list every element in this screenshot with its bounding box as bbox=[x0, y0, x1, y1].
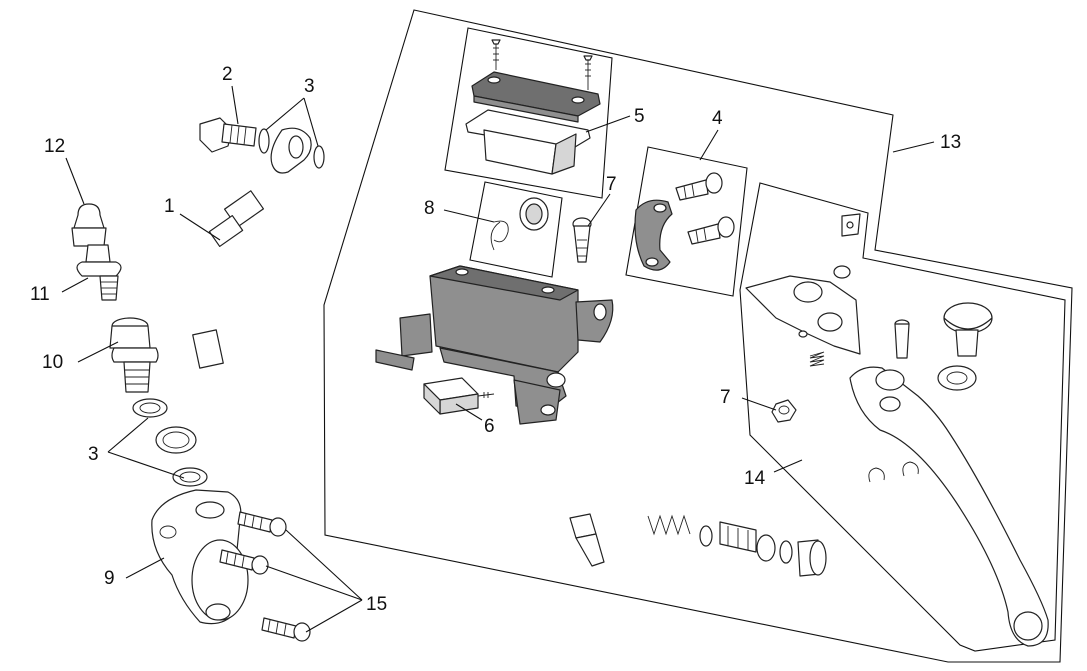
callout-9: 9 bbox=[104, 568, 115, 589]
callout-6: 6 bbox=[484, 416, 495, 437]
callout-8: 8 bbox=[424, 198, 435, 219]
callout-7-bottom: 7 bbox=[720, 387, 731, 408]
clutch-switch-6 bbox=[423, 377, 495, 415]
leader-10 bbox=[77, 341, 119, 363]
callout-3-upper: 3 bbox=[304, 76, 315, 97]
assembly-frame-13 bbox=[323, 9, 1073, 663]
leader-9 bbox=[125, 557, 165, 579]
reservoir-cap-box bbox=[444, 27, 613, 199]
wire-connector bbox=[569, 513, 605, 567]
callout-2: 2 bbox=[222, 64, 233, 85]
piston-kit bbox=[699, 521, 827, 577]
spring-clip-8 bbox=[490, 197, 549, 251]
callout-3-lower: 3 bbox=[88, 444, 99, 465]
banjo-bolt-2 bbox=[199, 117, 257, 153]
cap-screw-left bbox=[491, 39, 501, 70]
reservoir-cap-5 bbox=[465, 71, 601, 175]
callout-13: 13 bbox=[940, 132, 961, 153]
adapter-fitting-10 bbox=[109, 317, 159, 393]
adjuster-knob bbox=[937, 302, 993, 391]
spring-clip-box bbox=[469, 181, 563, 278]
leader-3-lower-b bbox=[107, 451, 185, 479]
leader-6 bbox=[455, 403, 483, 421]
circlips bbox=[868, 461, 919, 483]
clamp-box-4 bbox=[625, 146, 748, 297]
banjo-fitting-11 bbox=[76, 244, 122, 301]
clutch-hose-1 bbox=[155, 127, 312, 454]
washer-3-upper-left bbox=[258, 128, 270, 154]
callout-4: 4 bbox=[712, 108, 723, 129]
washer-3-lower-top bbox=[132, 398, 168, 418]
screw-15-top bbox=[237, 511, 287, 537]
clutch-lever bbox=[849, 366, 1049, 647]
leader-5 bbox=[585, 115, 631, 133]
pivot-pin bbox=[894, 319, 910, 359]
leader-11 bbox=[61, 277, 89, 293]
assembly-frame-14 bbox=[739, 182, 1066, 652]
leader-3-upper-a bbox=[265, 97, 305, 131]
leader-13 bbox=[892, 141, 935, 153]
lever-bracket bbox=[745, 275, 861, 355]
screw-15-middle bbox=[219, 549, 269, 575]
callout-12: 12 bbox=[44, 136, 65, 157]
leader-4 bbox=[699, 129, 719, 161]
clamp-screw-upper bbox=[675, 172, 723, 201]
callout-1: 1 bbox=[164, 196, 175, 217]
leader-12 bbox=[65, 157, 85, 205]
piston-spring bbox=[647, 514, 691, 536]
leader-14 bbox=[773, 459, 803, 473]
callout-14: 14 bbox=[744, 468, 766, 489]
cap-screw-right bbox=[583, 55, 593, 90]
leader-3-upper-b bbox=[303, 97, 319, 147]
leader-7-bottom bbox=[741, 397, 777, 411]
fitting-cap-12 bbox=[71, 203, 107, 247]
pivot-bolt-7 bbox=[572, 217, 592, 263]
callout-15: 15 bbox=[366, 594, 387, 615]
lever-spring bbox=[809, 351, 825, 367]
leader-1 bbox=[179, 213, 221, 241]
callout-10: 10 bbox=[42, 352, 63, 373]
callout-5: 5 bbox=[634, 106, 645, 127]
leader-15-b bbox=[265, 565, 363, 601]
leader-15-a bbox=[285, 529, 363, 601]
leader-3-lower-a bbox=[107, 417, 149, 453]
washer-3-lower-bottom bbox=[172, 467, 208, 487]
callout-7-top: 7 bbox=[606, 174, 617, 195]
screw-15-bottom bbox=[261, 617, 311, 642]
washer-3-upper-right bbox=[313, 145, 325, 169]
callout-11: 11 bbox=[30, 284, 50, 305]
adjuster-pin bbox=[833, 213, 861, 279]
leader-15-c bbox=[305, 599, 363, 633]
leader-8 bbox=[443, 209, 495, 223]
clamp-screw-lower bbox=[687, 216, 735, 245]
leader-2 bbox=[231, 85, 239, 125]
lever-nut-7 bbox=[771, 399, 797, 423]
leader-7-top bbox=[587, 193, 611, 227]
master-cylinder-housing bbox=[375, 265, 614, 425]
handlebar-clamp-4 bbox=[634, 199, 673, 271]
